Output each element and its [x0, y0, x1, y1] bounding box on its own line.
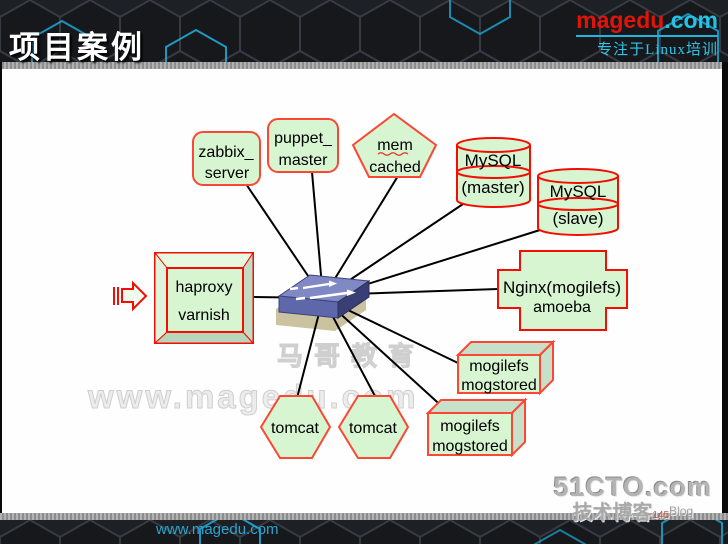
- node-label: haproxy: [176, 279, 233, 296]
- node-mysql-master: MySQL (master): [456, 137, 531, 208]
- node-mogilefs-lower: mogilefs mogstored: [425, 397, 528, 458]
- node-label: tomcat: [349, 420, 398, 437]
- flow-arrow-icon: [113, 280, 148, 312]
- node-label: (slave): [552, 209, 603, 228]
- node-label: cached: [369, 159, 421, 176]
- page-title: 项目案例: [9, 30, 145, 65]
- cto-watermark: 51CTO.com 技术博客145Blog: [553, 472, 712, 524]
- node-label: mem: [377, 137, 413, 154]
- connection-line: [322, 297, 448, 412]
- slide-right-border: [722, 62, 728, 513]
- node-puppet-master: puppet_ master: [267, 118, 339, 173]
- top-hex-bar: [0, 0, 728, 62]
- slide-left-border: [0, 62, 2, 513]
- node-label: (master): [461, 178, 524, 197]
- node-label: mogilefs: [440, 418, 500, 435]
- watermark-brand-cn: 马哥教育: [276, 341, 426, 372]
- architecture-diagram: haproxy varnish zabbix_ server puppet_ m…: [113, 112, 628, 459]
- node-mysql-slave: MySQL (slave): [537, 168, 619, 236]
- hex-pattern-top: [0, 0, 728, 62]
- node-label: mogstored: [432, 438, 508, 455]
- node-label: mogstored: [461, 377, 537, 394]
- magedu-logo: magedu.com: [576, 7, 718, 37]
- bottom-hex-bar: [0, 520, 728, 544]
- node-tomcat-right: tomcat: [337, 395, 410, 459]
- logo-brand-red: magedu: [576, 7, 665, 33]
- node-haproxy-varnish: haproxy varnish: [153, 251, 255, 345]
- footer-site-url: www.magedu.com: [156, 521, 279, 538]
- cto-subtitle-text: 技术博客: [572, 502, 653, 524]
- node-label: puppet_: [274, 130, 333, 147]
- switch-arrow-glyphs: [289, 282, 348, 301]
- node-nginx-amoeba: Nginx(mogilefs) amoeba: [497, 250, 628, 331]
- cto-subtitle: 技术博客145Blog: [553, 503, 712, 523]
- node-label: varnish: [178, 307, 230, 324]
- node-tomcat-left: tomcat: [259, 395, 332, 459]
- node-label: Nginx(mogilefs): [503, 278, 621, 297]
- cto-logo-text: 51CTO.com: [553, 472, 712, 502]
- node-label: server: [205, 165, 250, 182]
- cto-small-blog: Blog: [669, 504, 694, 518]
- node-label: MySQL: [550, 182, 607, 201]
- node-zabbix-server: zabbix_ server: [192, 131, 261, 186]
- spellcheck-squiggle: [377, 152, 409, 156]
- node-label: mogilefs: [469, 358, 529, 375]
- network-switch-icon: [277, 274, 371, 319]
- node-mogilefs-upper: mogilefs mogstored: [455, 339, 556, 396]
- hex-pattern-bottom: [0, 520, 728, 544]
- node-label: master: [279, 152, 329, 169]
- divider-strip-bottom: [0, 513, 728, 520]
- node-label: tomcat: [271, 420, 320, 437]
- node-memcached: mem cached: [351, 112, 438, 178]
- logo-tagline: 专注于Linux培训: [597, 42, 718, 58]
- node-label: amoeba: [533, 299, 591, 316]
- node-label: zabbix_: [198, 144, 254, 161]
- logo-brand-cyan: .com: [664, 7, 718, 33]
- cto-small-number: 145: [652, 510, 670, 521]
- node-label: MySQL: [465, 151, 522, 170]
- divider-strip-top: [0, 62, 728, 69]
